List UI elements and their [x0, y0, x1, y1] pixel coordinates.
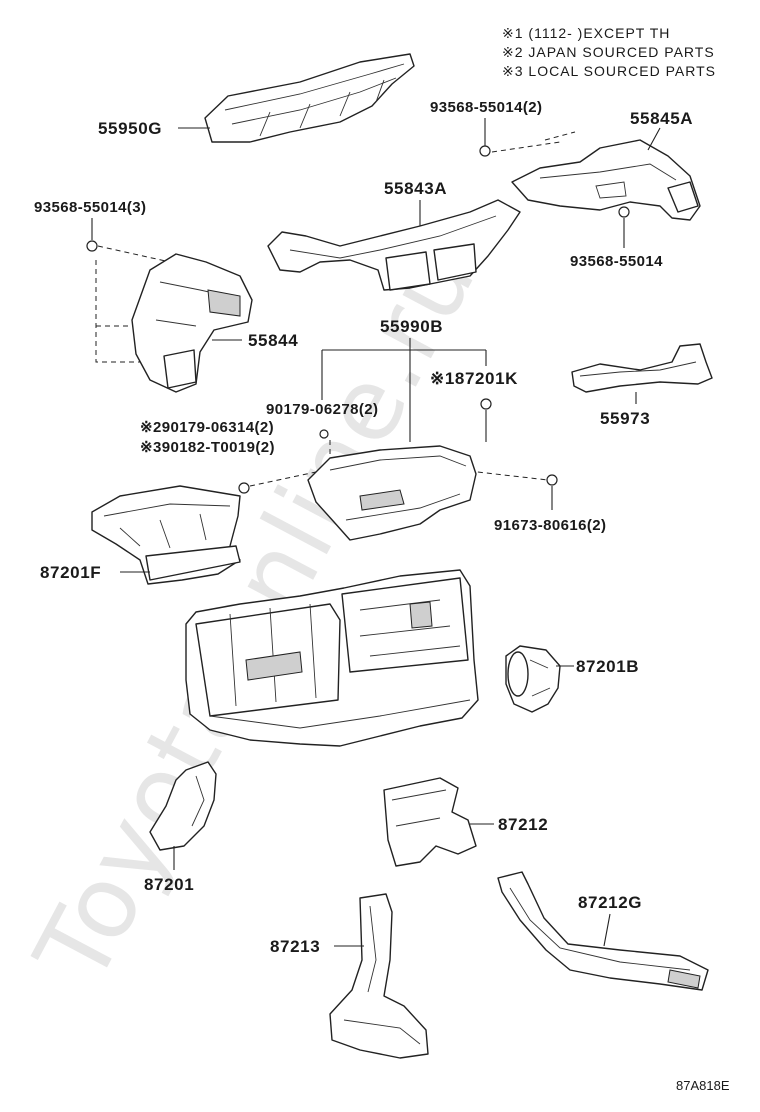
label-87201B: 87201B — [576, 657, 639, 676]
label-55844: 55844 — [248, 331, 298, 350]
label-55950G: 55950G — [98, 119, 162, 138]
leader-55845A — [647, 127, 661, 151]
part-55990B — [307, 445, 477, 541]
part-87213 — [329, 893, 429, 1059]
part-87212G — [497, 871, 709, 991]
label-bolt-93568: 93568-55014 — [570, 253, 663, 270]
part-55844 — [131, 253, 253, 393]
label-55973: 55973 — [600, 409, 650, 428]
nut-icon — [319, 429, 329, 439]
bolt-icon — [479, 145, 491, 157]
label-87201: 87201 — [144, 875, 194, 894]
leader-87212G — [603, 913, 611, 947]
bolt-icon — [618, 206, 630, 218]
part-87201B — [505, 645, 561, 713]
note-1: ※1 (1112- )EXCEPT TH — [502, 25, 670, 41]
diagram-code: 87A818E — [676, 1078, 730, 1093]
nut-icon — [238, 482, 250, 494]
part-87212 — [383, 777, 477, 867]
part-87201 — [149, 761, 217, 851]
label-55843A: 55843A — [384, 179, 447, 198]
label-87212: 87212 — [498, 815, 548, 834]
label-55990B: 55990B — [380, 317, 443, 336]
note-3: ※3 LOCAL SOURCED PARTS — [502, 63, 716, 79]
label-bolt-90179-06278: 90179-06278(2) — [266, 401, 378, 418]
leader-55990B — [321, 338, 487, 442]
part-87201F — [91, 485, 241, 585]
label-bolt-90182: ※390182-T0019(2) — [140, 439, 275, 456]
label-bolt-93568-3: 93568-55014(3) — [34, 199, 146, 216]
part-55973 — [571, 343, 713, 393]
label-87201F: 87201F — [40, 563, 101, 582]
part-55950G — [204, 53, 415, 143]
label-187201K: ※187201K — [430, 369, 518, 388]
label-87212G: 87212G — [578, 893, 642, 912]
dash-line — [491, 131, 576, 153]
clip-icon — [480, 398, 492, 410]
label-bolt-90179-06314: ※290179-06314(2) — [140, 419, 274, 436]
bolt-icon — [546, 474, 558, 486]
label-55845A: 55845A — [630, 109, 693, 128]
part-heater-unit — [185, 569, 479, 747]
label-bolt-93568-2: 93568-55014(2) — [430, 99, 542, 116]
label-bolt-91673: 91673-80616(2) — [494, 517, 606, 534]
part-55843A — [267, 199, 521, 291]
label-87213: 87213 — [270, 937, 320, 956]
note-2: ※2 JAPAN SOURCED PARTS — [502, 44, 715, 60]
bolt-icon — [86, 240, 98, 252]
part-55845A — [511, 139, 701, 221]
